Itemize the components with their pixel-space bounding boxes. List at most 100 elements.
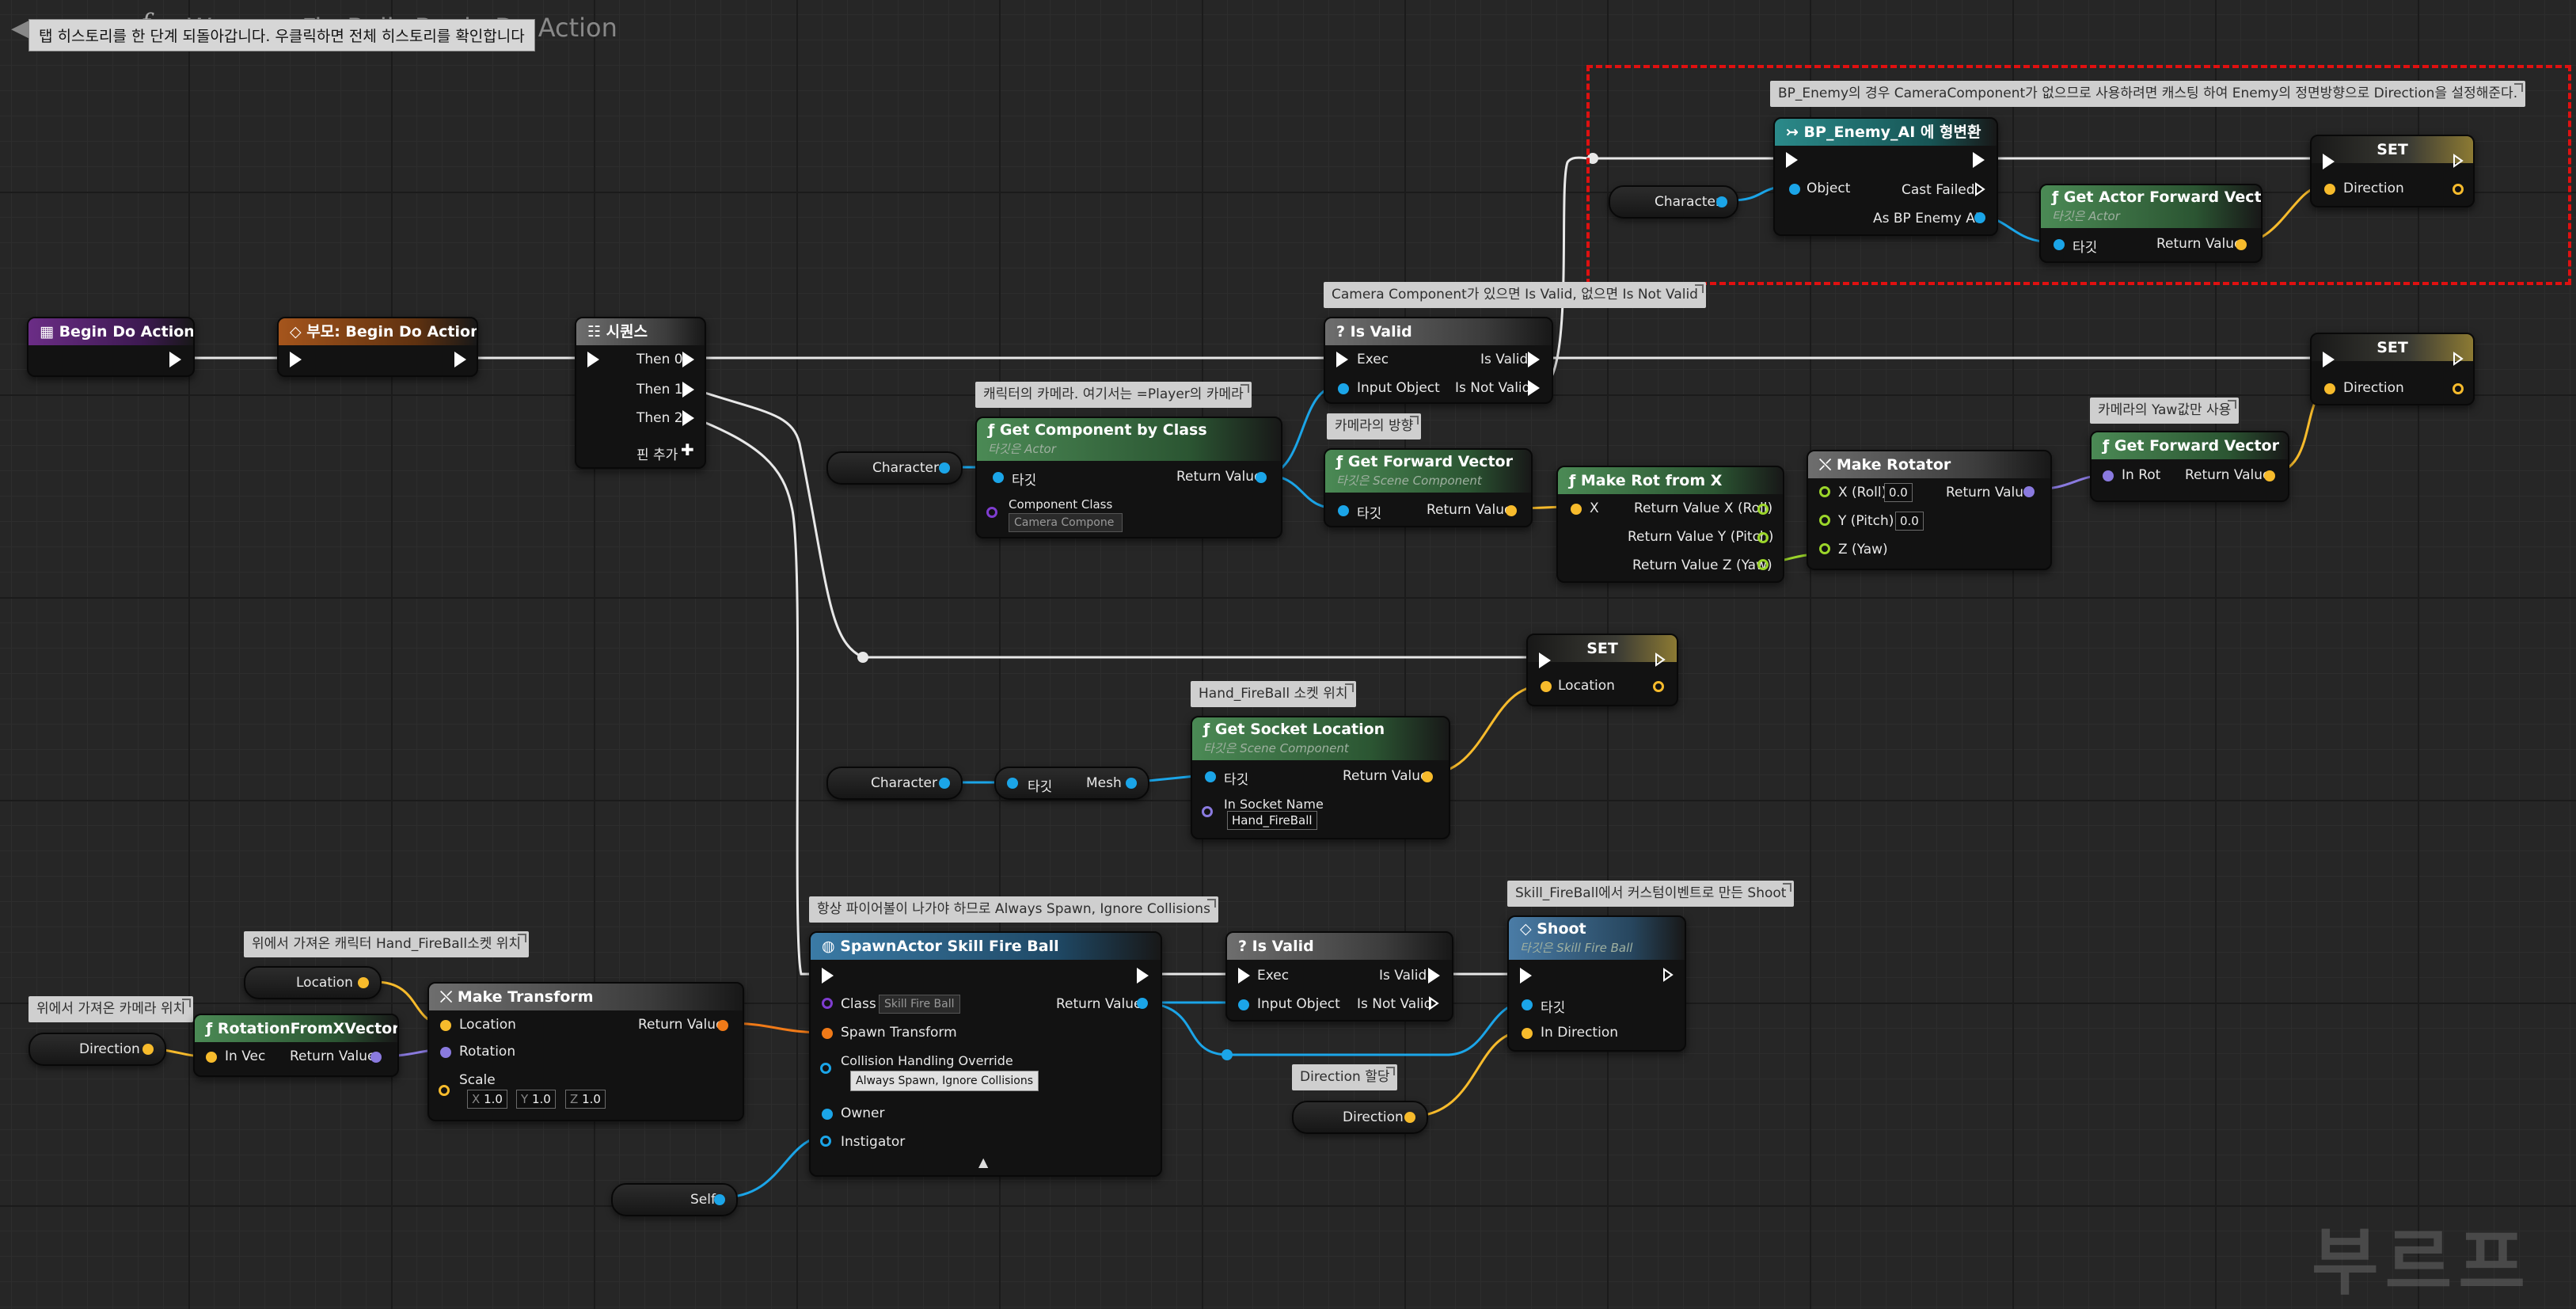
return-pin[interactable] xyxy=(1256,472,1267,483)
sequence-node[interactable]: ☷ 시퀀스 Then 0 Then 1 Then 2 핀 추가 ✚ xyxy=(575,317,706,469)
location-out-pin[interactable] xyxy=(1653,681,1664,692)
direction-in-pin[interactable] xyxy=(2324,184,2335,195)
in-direction-pin[interactable] xyxy=(1522,1028,1533,1039)
exec-in-pin[interactable] xyxy=(2323,352,2335,367)
output-pin[interactable] xyxy=(939,778,950,789)
ret-y-pin[interactable] xyxy=(1757,532,1769,543)
target-pin[interactable] xyxy=(1338,505,1349,516)
back-arrow-icon[interactable]: ◀ xyxy=(11,14,30,42)
character-variable-mesh[interactable]: Character xyxy=(826,767,963,800)
comment-always-spawn[interactable]: 항상 파이어볼이 나가야 하므로 Always Spawn, Ignore Co… xyxy=(809,896,1218,923)
direction-out-pin[interactable] xyxy=(2453,184,2464,195)
location-in-pin[interactable] xyxy=(1541,681,1552,692)
exec-out-pin[interactable] xyxy=(2453,352,2464,366)
exec-in-pin[interactable] xyxy=(1520,968,1532,984)
comment-yaw-only[interactable]: 카메라의 Yaw값만 사용 xyxy=(2090,398,2240,424)
is-valid-node-bottom[interactable]: ? Is Valid Exec Is Valid Input Object Is… xyxy=(1225,931,1453,1022)
return-pin[interactable] xyxy=(1137,998,1148,1009)
direction-variable-bottom[interactable]: Direction xyxy=(1292,1101,1428,1134)
cast-to-enemy-node[interactable]: ↣ BP_Enemy_AI 에 형변환 Object Cast Failed A… xyxy=(1773,117,1998,236)
x-pin[interactable] xyxy=(1571,504,1582,515)
parent-begin-do-action-node[interactable]: ◇ 부모: Begin Do Action xyxy=(277,317,478,377)
comment-custom-event[interactable]: Skill_FireBall에서 커스텀이벤트로 만든 Shoot xyxy=(1507,881,1795,907)
exec-in-pin[interactable] xyxy=(1336,352,1348,367)
input-object-pin[interactable] xyxy=(1238,999,1249,1010)
spawn-transform-pin[interactable] xyxy=(822,1028,833,1039)
output-pin[interactable] xyxy=(939,462,950,474)
owner-pin[interactable] xyxy=(822,1109,833,1120)
set-location-node[interactable]: SET Location xyxy=(1526,634,1678,706)
mesh-getter[interactable]: 타깃 Mesh xyxy=(994,767,1149,800)
comment-camera-valid[interactable]: Camera Component가 있으면 Is Valid, 없으면 Is N… xyxy=(1324,282,1706,308)
character-variable-cast[interactable]: Character xyxy=(1609,185,1738,219)
is-valid-node-top[interactable]: ? Is Valid Exec Is Valid Input Object Is… xyxy=(1324,317,1553,404)
exec-out-pin[interactable] xyxy=(169,352,181,367)
collapse-arrow-icon[interactable]: ▲ xyxy=(978,1155,989,1170)
comment-char-socket[interactable]: 위에서 가져온 캐릭터 Hand_FireBall소켓 위치 xyxy=(244,931,530,957)
is-not-valid-pin[interactable] xyxy=(1528,380,1540,396)
exec-in-pin[interactable] xyxy=(290,352,302,367)
z-yaw-pin[interactable] xyxy=(1819,543,1830,554)
output-pin[interactable] xyxy=(1404,1112,1415,1123)
return-pin[interactable] xyxy=(2023,486,2035,497)
exec-in-pin[interactable] xyxy=(1539,653,1551,668)
character-variable-component[interactable]: Character xyxy=(826,451,963,485)
socket-name-field[interactable]: Hand_FireBall xyxy=(1227,811,1317,830)
target-pin[interactable] xyxy=(1007,778,1018,789)
x-roll-pin[interactable] xyxy=(1819,486,1830,497)
cast-failed-pin[interactable] xyxy=(1974,182,1985,196)
target-pin[interactable] xyxy=(1522,999,1533,1010)
return-pin[interactable] xyxy=(370,1052,382,1063)
exec-out-pin[interactable] xyxy=(1662,968,1674,982)
is-not-valid-pin[interactable] xyxy=(1428,996,1439,1010)
location-pin[interactable] xyxy=(440,1020,451,1031)
return-pin[interactable] xyxy=(717,1020,728,1031)
return-pin[interactable] xyxy=(2264,470,2275,481)
is-valid-pin[interactable] xyxy=(1428,968,1440,984)
comment-socket-pos[interactable]: Hand_FireBall 소켓 위치 xyxy=(1191,681,1356,707)
add-pin-button[interactable]: 핀 추가 xyxy=(636,447,678,463)
is-valid-pin[interactable] xyxy=(1528,352,1540,367)
as-enemy-pin[interactable] xyxy=(1974,212,1985,223)
component-class-pin[interactable] xyxy=(986,507,997,518)
output-pin[interactable] xyxy=(1716,196,1727,207)
in-vec-pin[interactable] xyxy=(206,1052,217,1063)
return-pin[interactable] xyxy=(1506,505,1517,516)
exec-out-pin[interactable] xyxy=(2453,154,2464,168)
comment-direction-assign[interactable]: Direction 할당 xyxy=(1292,1064,1398,1090)
socket-name-pin[interactable] xyxy=(1202,806,1213,817)
rotation-from-x-vector-node[interactable]: ƒ RotationFromXVector In Vec Return Valu… xyxy=(193,1014,399,1077)
make-transform-node[interactable]: ⤬ Make Transform Location Return Value R… xyxy=(427,982,744,1121)
ret-x-pin[interactable] xyxy=(1757,504,1769,515)
target-pin[interactable] xyxy=(993,472,1004,483)
in-rot-pin[interactable] xyxy=(2103,470,2114,481)
output-pin[interactable] xyxy=(358,977,369,988)
direction-in-pin[interactable] xyxy=(2324,383,2335,394)
plus-icon[interactable]: ✚ xyxy=(681,440,694,459)
return-pin[interactable] xyxy=(2236,239,2247,250)
scale-x-field[interactable]: X 1.0 xyxy=(467,1090,507,1109)
comment-camera-dir-above[interactable]: 위에서 가져온 카메라 위치 xyxy=(28,996,194,1022)
y-pitch-field[interactable]: 0.0 xyxy=(1895,512,1924,531)
direction-variable-left[interactable]: Direction xyxy=(28,1033,166,1066)
get-forward-vector-rot-node[interactable]: ƒ Get Forward Vector In Rot Return Value xyxy=(2090,431,2289,502)
exec-in-pin[interactable] xyxy=(587,352,599,367)
ret-z-pin[interactable] xyxy=(1757,559,1769,570)
event-begin-do-action-node[interactable]: ▦ Begin Do Action xyxy=(27,317,195,377)
then0-pin[interactable] xyxy=(682,352,694,367)
spawn-actor-node[interactable]: ◍ SpawnActor Skill Fire Ball Class Skill… xyxy=(809,931,1162,1177)
class-pin[interactable] xyxy=(822,998,833,1009)
object-pin[interactable] xyxy=(1789,184,1800,195)
exec-out-pin[interactable] xyxy=(1137,968,1149,984)
set-direction-node-top[interactable]: SET Direction xyxy=(2310,135,2475,207)
exec-in-pin[interactable] xyxy=(1786,152,1798,168)
collision-dropdown[interactable]: Always Spawn, Ignore Collisions xyxy=(850,1071,1039,1091)
direction-out-pin[interactable] xyxy=(2453,383,2464,394)
exec-out-pin[interactable] xyxy=(1655,653,1666,667)
class-dropdown[interactable]: Skill Fire Ball xyxy=(879,995,960,1014)
return-pin[interactable] xyxy=(1422,771,1433,782)
comment-camera-dir[interactable]: 카메라의 방향 xyxy=(1327,413,1422,440)
